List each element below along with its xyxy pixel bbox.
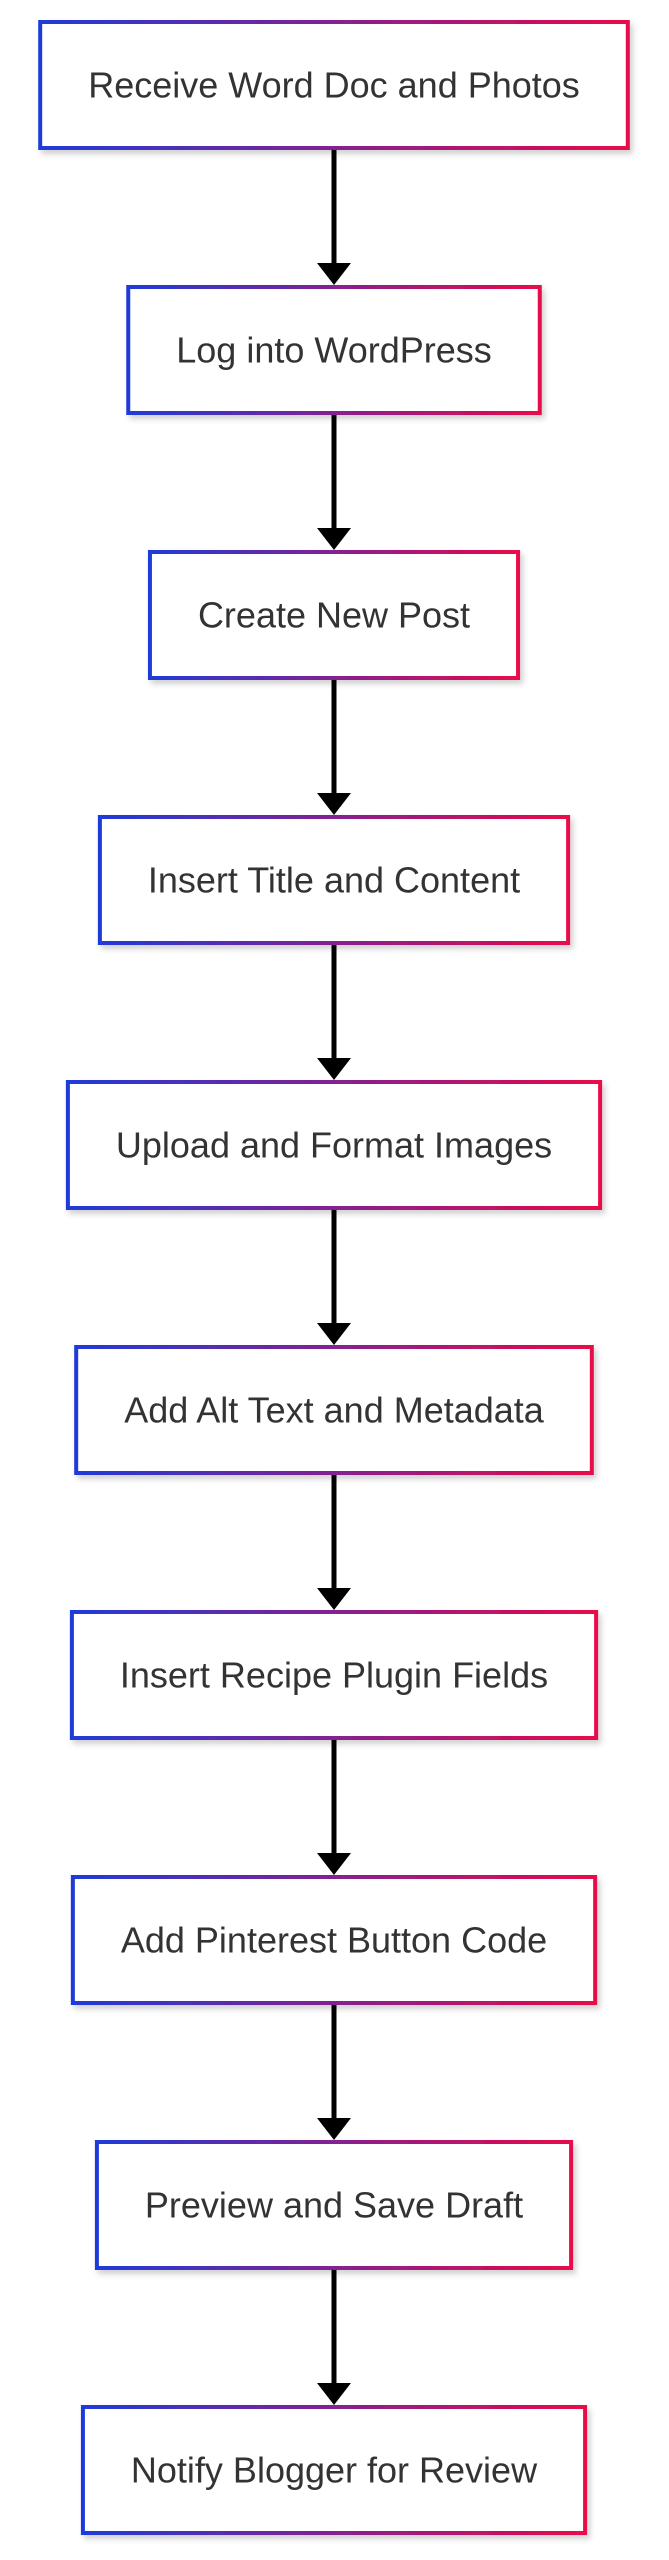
flow-node-upload: Upload and Format Images	[65, 1080, 603, 1210]
flow-arrow-upload-to-alt_text	[317, 1210, 351, 1345]
flow-node-box	[38, 20, 630, 150]
flow-node-box	[97, 815, 571, 945]
flow-arrowhead-icon	[317, 263, 351, 285]
flow-arrowhead-icon	[317, 2118, 351, 2140]
flow-node-label: Upload and Format Images	[116, 1125, 552, 1166]
flow-node-box	[65, 1080, 603, 1210]
flow-node-box	[126, 285, 542, 415]
flow-arrow-pinterest-to-preview	[317, 2005, 351, 2140]
flow-node-alt_text: Add Alt Text and Metadata	[74, 1345, 594, 1475]
flow-node-box	[80, 2405, 588, 2535]
flow-arrowhead-icon	[317, 2383, 351, 2405]
flow-arrowhead-icon	[317, 1853, 351, 1875]
flow-node-label: Notify Blogger for Review	[131, 2450, 538, 2491]
flow-node-create: Create New Post	[147, 550, 521, 680]
flow-arrow-insert_title-to-upload	[317, 945, 351, 1080]
flow-arrowhead-icon	[317, 1588, 351, 1610]
flow-node-recipe: Insert Recipe Plugin Fields	[69, 1610, 599, 1740]
flow-node-box	[147, 550, 521, 680]
flow-arrowhead-icon	[317, 1058, 351, 1080]
flow-arrowhead-icon	[317, 1323, 351, 1345]
flow-node-label: Add Alt Text and Metadata	[124, 1390, 545, 1431]
flow-node-label: Add Pinterest Button Code	[121, 1920, 547, 1961]
flow-arrowhead-icon	[317, 528, 351, 550]
flow-node-label: Preview and Save Draft	[145, 2185, 523, 2226]
flow-arrow-receive-to-login	[317, 150, 351, 285]
flow-node-pinterest: Add Pinterest Button Code	[70, 1875, 598, 2005]
flow-arrow-recipe-to-pinterest	[317, 1740, 351, 1875]
flow-node-box	[94, 2140, 574, 2270]
flow-node-login: Log into WordPress	[126, 285, 542, 415]
flow-node-receive: Receive Word Doc and Photos	[38, 20, 630, 150]
flow-node-insert_title: Insert Title and Content	[97, 815, 571, 945]
flow-arrow-login-to-create	[317, 415, 351, 550]
flow-node-box	[69, 1610, 599, 1740]
flow-node-notify: Notify Blogger for Review	[80, 2405, 588, 2535]
flow-arrowhead-icon	[317, 793, 351, 815]
flow-arrow-create-to-insert_title	[317, 680, 351, 815]
flow-node-box	[70, 1875, 598, 2005]
flow-node-label: Log into WordPress	[176, 330, 492, 371]
flow-arrow-alt_text-to-recipe	[317, 1475, 351, 1610]
flow-node-label: Create New Post	[198, 595, 470, 636]
flow-node-preview: Preview and Save Draft	[94, 2140, 574, 2270]
flow-arrow-preview-to-notify	[317, 2270, 351, 2405]
flow-node-label: Insert Recipe Plugin Fields	[120, 1655, 548, 1696]
flow-node-label: Insert Title and Content	[148, 860, 520, 901]
edges-layer	[317, 150, 351, 2405]
flow-node-box	[74, 1345, 594, 1475]
flow-node-label: Receive Word Doc and Photos	[88, 65, 580, 106]
